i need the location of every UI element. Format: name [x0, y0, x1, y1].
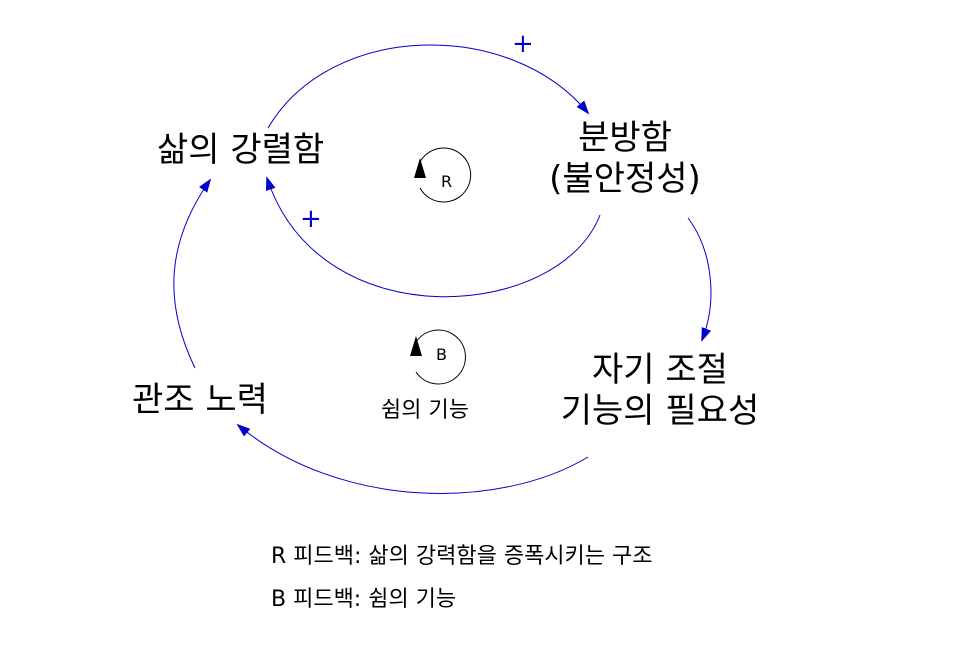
node-distraction-line2: (불안정성): [549, 158, 701, 199]
reinforcing-loop-letter: R: [441, 172, 453, 191]
link-selfreg-to-contemplation: [236, 423, 589, 494]
reinforcing-loop-arrowhead: [414, 158, 426, 178]
balancing-loop-arrow: [415, 329, 466, 385]
link-contemplation-to-life: [173, 178, 212, 369]
link-distraction-to-selfreg: [687, 217, 712, 342]
node-life-intensity: 삶의 강렬함: [157, 130, 325, 170]
node-distraction-line1: 분방함: [578, 118, 672, 158]
legend-balancing: B 피드백: 쉼의 기능: [271, 587, 457, 612]
node-distraction: 분방함 (불안정성): [535, 118, 715, 200]
node-contemplation-effort: 관조 노력: [132, 380, 268, 420]
balancing-loop-arrowhead: [410, 336, 422, 356]
polarity-life-to-distraction: +: [512, 29, 534, 59]
balancing-loop-caption: 쉼의 기능: [381, 398, 469, 423]
node-self-regulation-line2: 기능의 필요성: [560, 390, 760, 431]
polarity-distraction-to-life: +: [300, 204, 322, 234]
balancing-loop-letter: B: [436, 345, 447, 364]
node-self-regulation-line1: 자기 조절: [592, 350, 728, 390]
link-distraction-to-life: [265, 176, 601, 298]
reinforcing-loop-arrow: [419, 147, 472, 203]
legend-reinforcing: R 피드백: 삶의 강력함을 증폭시키는 구조: [271, 544, 653, 569]
link-life-to-distraction: [267, 44, 590, 129]
node-self-regulation: 자기 조절 기능의 필요성: [535, 350, 785, 432]
